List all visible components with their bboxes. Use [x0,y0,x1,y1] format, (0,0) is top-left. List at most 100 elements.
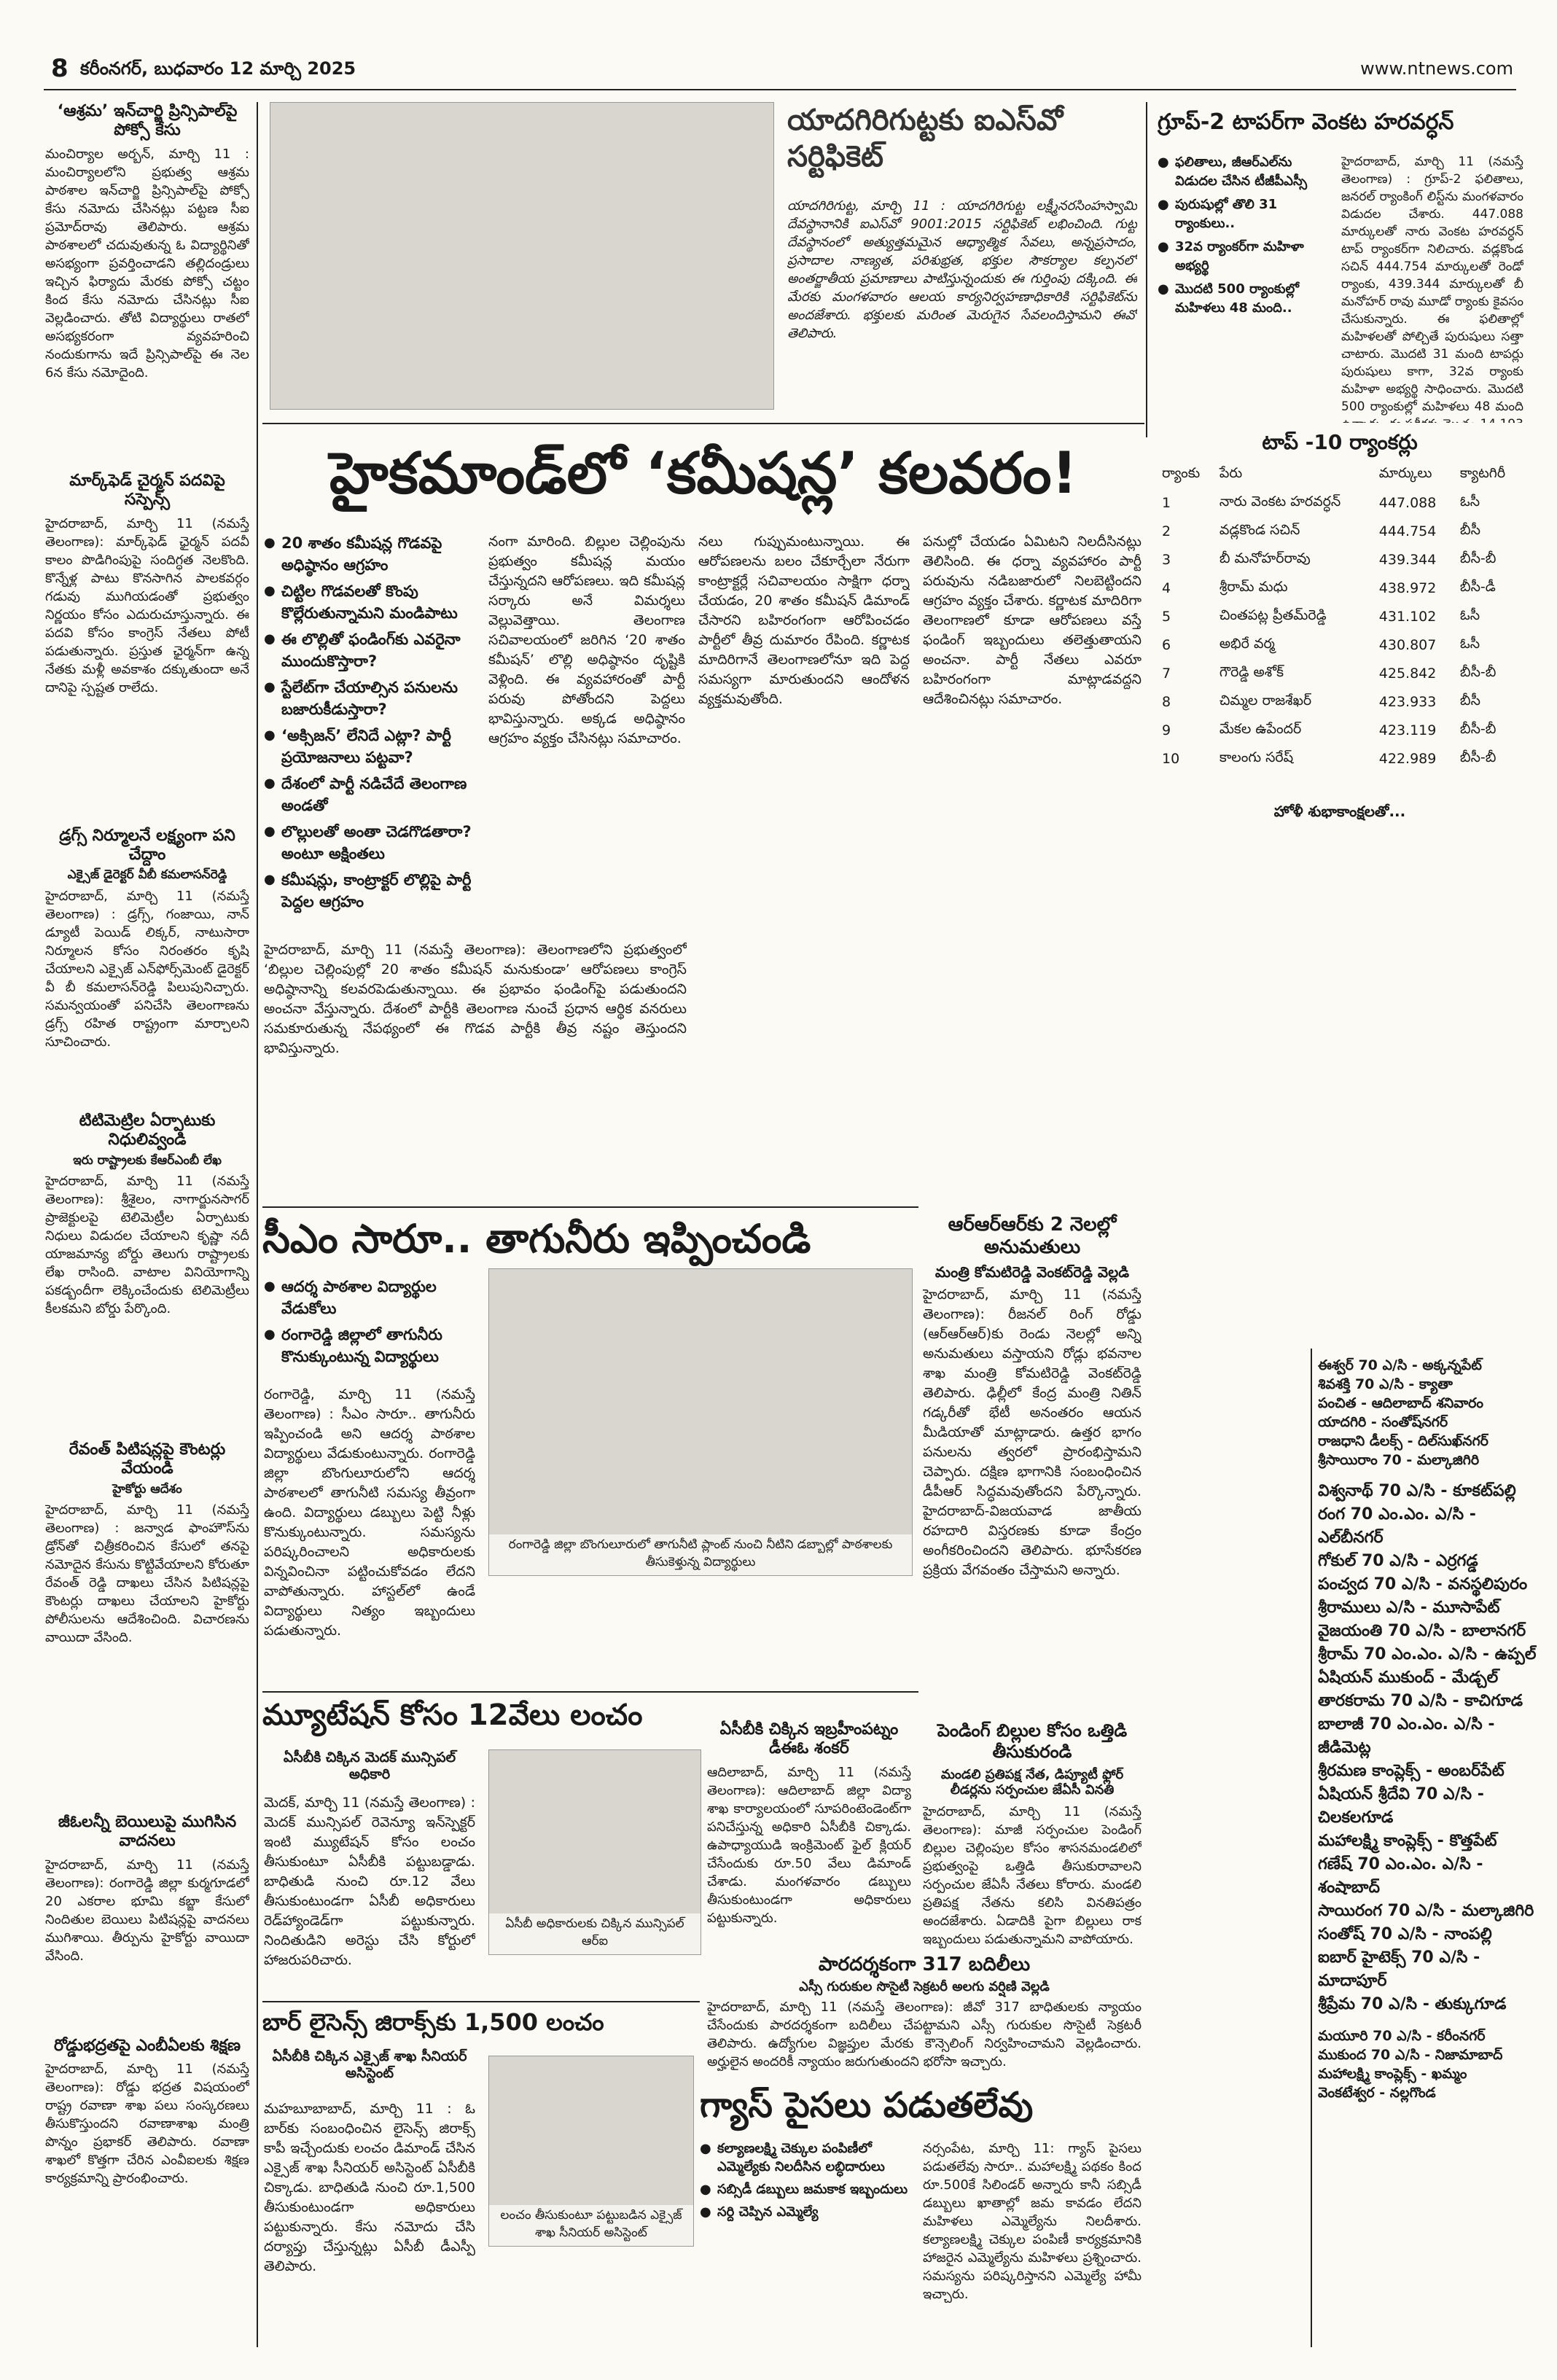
rank-cell: 7 [1162,666,1171,682]
ad-text: మయూరి 70 ఎ/సి - కరీంనగర్ [1318,2028,1486,2044]
ad-text: వెంకటేశ్వర - నల్లగొండ [1318,2085,1436,2101]
name-cell: వడ్లకొండ సచిన్ [1219,521,1300,538]
group2-bullet: పురుషుల్లో తొలి 31 ర్యాంకులు.. [1158,195,1332,233]
ad-big: సాయిరంగ 70 ఎ/సి - మల్కాజిగిరి [1318,1902,1534,1920]
pending-headline: పెండింగ్ బిల్లుల కోసం ఒత్తిడి తీసుకురండి [937,1720,1128,1762]
mid-right-rule [1146,102,1147,437]
rrr-headline: ఆర్‌ఆర్‌ఆర్‌కు 2 నెలల్లో అనుమతులు [948,1214,1117,1259]
marks-cell: 447.088 [1378,495,1437,512]
deo-box: ఏసీబీకి చిక్కిన ఇబ్రహీంపట్నం డీఈఓ శంకర్ … [707,1720,911,2077]
ad-big: శ్రీరామ్ 70 ఎం.ఎం. ఎ/సి - ఉప్పల్ [1318,1645,1537,1663]
lead-headline: హైకమాండ్‌లో ‘కమీషన్ల’ కలవరం! [329,441,1078,507]
ad-text: యాదగిరి - సంతోష్‌నగర్ [1318,1414,1448,1430]
marks-cell: 423.119 [1378,722,1437,739]
yadagiri-title: యాదగిరిగుట్టకు ఐఎస్‌వో సర్టిఫికెట్ [787,104,1064,173]
transfers-headline: పారదర్శకంగా 317 బదిలీలు [818,1954,1031,1975]
ad-row: శివశక్తి 70 ఎ/సి - క్యాతా [1318,1375,1537,1394]
ad-big: వైజయంతి 70 ఎ/సి - బాలానగర్ [1318,1622,1526,1640]
category-cell: బీసీ-బీ [1459,720,1496,737]
left-h4-sub: ఇరు రాష్ట్రాలకు కేఆర్‌ఎంబీ లేఖ [73,1152,222,1168]
col-name: పేరు [1219,464,1243,481]
group2-title: గ్రూప్-2 టాపర్‌గా వెంకట హరవర్ధన్ [1158,109,1454,135]
cm-bullet: ఆదర్శ పాఠశాల విద్యార్థుల వేడుకోలు [264,1276,475,1319]
mutation-top-rule [262,1691,918,1693]
cm-top-rule [262,1206,918,1208]
lead-bullet: ‘అక్సిజన్’ లేనిదే ఎట్లా? పార్టీ ప్రయోజనా… [264,725,475,768]
category-cell: ఓసీ [1459,493,1480,510]
lead-col2: నంగా మారింది. బిల్లుల చెల్లింపును ప్రభుత… [488,534,685,746]
lead-bullet: లొల్లులతో అంతా చెడగొడతారా? అంటూ అక్షింతల… [264,821,475,865]
cm-photo: రంగారెడ్డి జిల్లా బొంగులూరులో తాగునీటి ప… [488,1268,913,1576]
bar-sub: ఏసీబీకి చిక్కిన ఎక్సైజ్ శాఖ సీనియర్ అసిస… [272,2048,467,2081]
lead-bullet: దేశంలో పార్టీ నడిచేదే తెలంగాణ అండతో [264,773,475,816]
header-rule [44,89,1516,90]
rank-cell: 9 [1162,722,1171,739]
marks-cell: 439.344 [1378,552,1437,569]
yadagiri-photo [270,102,774,410]
marks-cell: 431.102 [1378,609,1437,625]
gas-bullet: కల్యాణలక్ష్మి చెక్కుల పంపిణీలో ఎమ్మెల్యే… [700,2139,918,2176]
rank-cell: 5 [1162,609,1171,625]
left-p4: హైదరాబాద్, మార్చి 11 (నమస్తే తెలంగాణ): శ… [45,1173,249,1316]
ad-big: గణేష్ 70 ఎం.ఎం. ఎ/సి - శంషాబాద్ [1318,1855,1483,1897]
lead-bullet: చిట్టిల గొడవలతో కొంపు కొల్లేరుతున్నామని … [264,580,475,624]
group2-bullets: ఫలితాలు, జీఆర్‌ఎల్‌ను విడుదల చేసిన టీజీప… [1158,153,1332,322]
lead-col1: హైదరాబాద్, మార్చి 11 (నమస్తే తెలంగాణ): త… [264,942,687,1056]
ad-big: సంతోష్ 70 ఎ/సి - నాంపల్లి [1318,1925,1492,1943]
category-cell: బీసీ-బీ [1459,550,1496,566]
site-url[interactable]: www.ntnews.com [1360,58,1513,79]
name-cell: గౌరెడ్డి అశోక్ [1219,663,1284,680]
category-cell: బీసీ-బీ [1459,749,1496,765]
marks-cell: 430.807 [1378,637,1437,654]
left-h2: మార్క్‌ఫెడ్ చైర్మన్ పదవిపై సస్పెన్స్ [69,471,225,510]
mutation-body: మెదక్, మార్చి 11 (నమస్తే తెలంగాణ) : మెదక… [264,1795,475,1968]
ad-big: రంగ 70 ఎం.ఎం. ఎ/సి - ఎల్‌బీనగర్ [1318,1505,1476,1547]
marks-cell: 438.972 [1378,580,1437,597]
ad-text: మహాలక్ష్మి కాంప్లెక్స్ - ఖమ్మం [1318,2066,1467,2082]
marks-cell: 444.754 [1378,523,1437,540]
group2-body: హైదరాబాద్, మార్చి 11 (నమస్తే తెలంగాణ) : … [1341,155,1523,423]
gas-bullet: సబ్సిడీ డబ్బులు జమకాక ఇబ్బందులు [700,2180,918,2198]
mutation-sub: ఏసీబీకి చిక్కిన మెదక్ మున్సిపల్ అధికారి [283,1749,456,1782]
lead-bullet: 20 శాతం కమీషన్ల గొడవపై అధిష్ఠానం ఆగ్రహం [264,532,475,576]
lead-top-rule [262,423,1144,424]
left-h3-sub: ఎక్సైజ్ డైరెక్టర్ వీబీ కమలాసన్‌రెడ్డి [67,867,227,883]
group2-bullet: మొదటి 500 ర్యాంకుల్లో మహిళలు 48 మంది.. [1158,280,1332,318]
gas-headline: గ్యాస్ పైసలు పడుతలేవు [700,2085,1034,2126]
name-cell: చింతపట్ల ప్రీతమ్‌రెడ్డి [1219,606,1327,623]
deo-headline: ఏసీబీకి చిక్కిన ఇబ్రహీంపట్నం డీఈఓ శంకర్ [719,1720,899,1758]
ad-big: ఏషియన్ ముకుంద్ - మేడ్చల్ [1318,1669,1499,1687]
rank-cell: 4 [1162,580,1171,597]
page-number: 8 [51,54,69,83]
gas-body: నర్సంపేట, మార్చి 11: గ్యాస్ పైసలు పడుతలే… [923,2141,1142,2302]
bar-body: మహబూబాబాద్, మార్చి 11 : ఓ బార్‌కు సంబంధి… [264,2101,475,2274]
bar-headline: బార్ లైసెన్స్ జిరాక్స్‌కు 1,500 లంచం [262,2008,604,2036]
ad-big: శ్రీరాములు ఎ/సి - మూసాపేట్ [1318,1599,1500,1617]
lead-col4: పనుల్లో చేయడం ఏమిటని నిలదీసినట్లు తెలిసి… [923,534,1142,707]
left-h3: డ్రగ్స్ నిర్మూలనే లక్ష్యంగా పని చేద్దాం [59,826,235,864]
left-p3: హైదరాబాద్, మార్చి 11 (నమస్తే తెలంగాణ) : … [45,888,249,1050]
left-p5: హైదరాబాద్, మార్చి 11 (నమస్తే తెలంగాణ) : … [45,1502,249,1646]
ad-big: విశ్వనాథ్ 70 ఎ/సి - కూకట్‌పల్లి [1318,1482,1516,1500]
yadagiri-body: యాదగిరిగుట్ట, మార్చి 11 : యాదగిరిగుట్ట ల… [787,198,1137,341]
left-column: ‘ఆశ్రమ’ ఇన్‌చార్జి ప్రిన్సిపాల్‌పై పోక్స… [45,102,249,2347]
ad-row: ఈశ్వర్ 70 ఎ/సి - అక్కన్నపేట్ [1318,1356,1537,1375]
marks-cell: 422.989 [1378,751,1437,768]
date-line: కరీంనగర్, బుధవారం 12 మార్చి 2025 [80,58,356,79]
ad-big: శ్రీరమణ కాంప్లెక్స్ - అంబర్‌పేట్ [1318,1762,1505,1780]
name-cell: మేకల ఉపేందర్ [1219,720,1302,737]
left-p2: హైదరాబాద్, మార్చి 11 (నమస్తే తెలంగాణ): మ… [45,515,249,695]
left-h7: రోడ్డుభద్రతపై ఎంబీఏలకు శిక్షణ [53,2036,241,2055]
cm-bullets: ఆదర్శ పాఠశాల విద్యార్థుల వేడుకోలు రంగారె… [264,1276,475,1372]
pending-box: పెండింగ్ బిల్లుల కోసం ఒత్తిడి తీసుకురండి… [923,1720,1142,1956]
left-p7: హైదరాబాద్, మార్చి 11 (నమస్తే తెలంగాణ): ర… [45,2061,249,2187]
ad-big: ఐబార్ హైటెక్స్ 70 ఎ/సి - మాదాపూర్ [1318,1948,1480,1990]
marks-cell: 423.933 [1378,694,1437,711]
bar-photo-caption: లంచం తీసుకుంటూ పట్టుబడిన ఎక్సైజ్ శాఖ సీన… [489,2205,693,2246]
